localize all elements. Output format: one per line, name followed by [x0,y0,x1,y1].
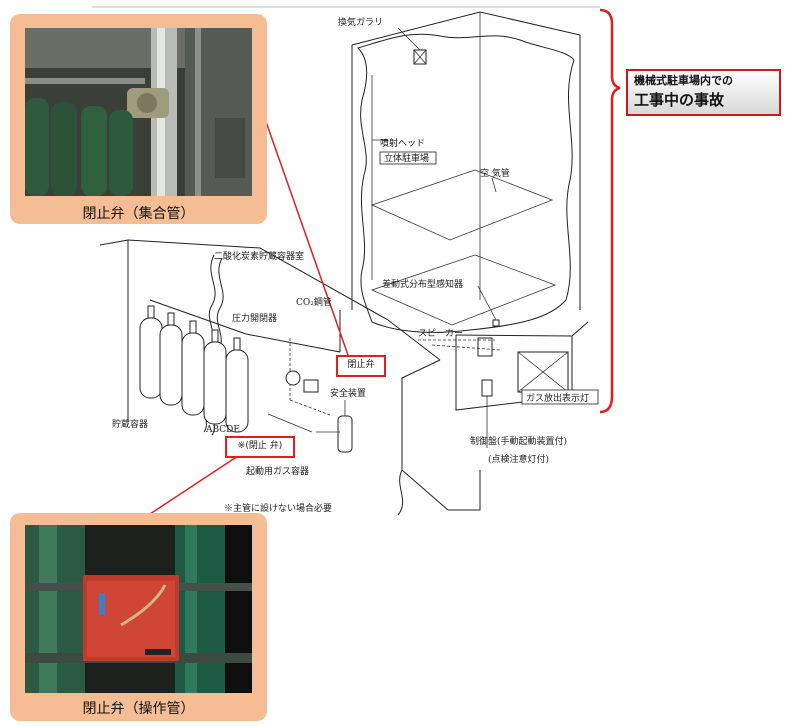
photo-card-operation: 閉止弁（操作管） [10,513,267,721]
callout-valve-main: 閉止弁 [336,355,386,377]
parking-tower [351,11,589,448]
label-storage-container: 貯蔵容器 [112,418,148,430]
label-nozzle: 噴射ヘッド [380,137,425,149]
photo-card-manifold: 閉止弁（集合管） [10,14,267,224]
leader-line-top [263,115,349,356]
label-starter-gas: 起動用ガス容器 [246,465,309,477]
callout-valve-sub: ※(閉止 弁) [225,436,295,458]
label-safety-device: 安全装置 [330,387,366,399]
label-inspection-lamp: (点検注意灯付) [488,453,549,465]
label-abc: ABCDE [205,425,240,435]
label-vent: 換気ガラリ [338,16,383,28]
cylinder-bank [139,317,249,433]
label-co2-pipe: CO₂鋼管 [296,296,332,308]
incident-title-box: 機械式駐車場内での 工事中の事故 [626,69,781,116]
label-gas-lamp: ガス放出表示灯 [526,392,589,404]
bracket-brace [599,8,621,414]
storage-room [99,239,481,516]
title-line-1: 機械式駐車場内での [634,74,733,87]
caption-manifold: 閉止弁（集合管） [82,206,195,222]
label-pressure-switch: 圧力開閉器 [232,312,277,324]
leader-line-bottom [149,455,239,515]
caption-operation: 閉止弁（操作管） [82,701,195,717]
title-line-2: 工事中の事故 [634,91,725,109]
photo-operation-valve [25,525,252,693]
label-parking: 立体駐車場 [384,152,429,164]
label-air-pipe: 空 気管 [480,167,510,179]
label-speaker: スピーカー [418,328,463,339]
label-control-panel: 制御盤(手動起動装置付) [470,435,567,447]
label-detector: 差動式分布型感知器 [382,278,463,290]
label-note: ※主管に設けない場合必要 [224,502,332,514]
photo-manifold-valve [25,28,252,196]
label-storage-room: 二酸化炭素貯蔵容器室 [214,250,304,262]
